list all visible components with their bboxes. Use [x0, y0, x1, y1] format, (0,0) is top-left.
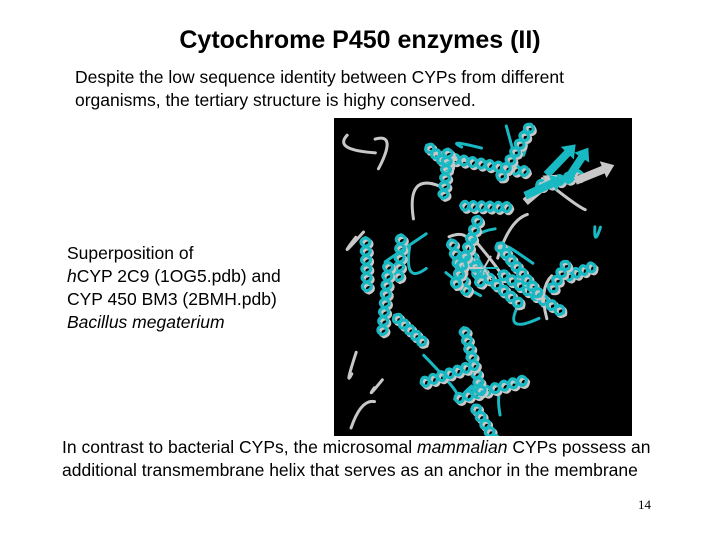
loop-ribbon — [593, 225, 602, 239]
loop-ribbon — [373, 136, 389, 171]
loop-ribbon — [410, 181, 442, 221]
helix-ribbon — [495, 122, 535, 182]
caption-line-3: CYP 450 BM3 (2BMH.pdb) — [67, 289, 277, 309]
helix-ribbon — [449, 214, 484, 290]
loop-ribbon — [512, 304, 541, 326]
loop-ribbon — [505, 245, 535, 265]
outro-text-italic: mammalian — [417, 437, 508, 457]
helix-ribbon — [437, 147, 454, 200]
helix-ribbon — [419, 359, 480, 388]
helix-ribbon — [426, 144, 456, 173]
slide-title: Cytochrome P450 enzymes (II) — [179, 26, 541, 54]
helix-ribbon — [359, 236, 373, 293]
figure-caption: Superposition of hCYP 2C9 (1OG5.pdb) and… — [67, 242, 337, 334]
helix-ribbon — [376, 260, 395, 337]
caption-line-1: Superposition of — [67, 243, 194, 263]
helix-ribbon — [459, 199, 513, 214]
helix-ribbon — [424, 142, 454, 171]
helix-ribbon — [470, 403, 510, 436]
caption-line-2-text: CYP 2C9 (1OG5.pdb) and — [76, 266, 281, 286]
loop-ribbon — [406, 245, 428, 275]
loop-ribbon — [347, 350, 358, 380]
helix-ribbon — [462, 255, 524, 309]
outro-text: In contrast to bacterial CYPs, the micro… — [62, 436, 652, 482]
intro-text: Despite the low sequence identity betwee… — [75, 67, 564, 110]
helix-ribbon — [392, 233, 407, 283]
beta-sheet-arrow — [573, 161, 615, 185]
loop-ribbon — [345, 230, 366, 251]
beta-sheet-arrow — [561, 147, 590, 185]
loop-ribbon — [349, 399, 377, 430]
beta-sheet-arrow — [523, 175, 564, 200]
helix-ribbon — [472, 405, 512, 436]
helix-ribbon — [563, 261, 597, 282]
outro-text-end: CYPs possess an additional transmembrane… — [62, 437, 651, 480]
helix-ribbon — [453, 374, 529, 404]
outro-text-start: In contrast to bacterial CYPs, the micro… — [62, 437, 417, 457]
helix-ribbon — [391, 312, 428, 347]
helix-ribbon — [393, 314, 430, 349]
beta-sheet-arrow — [543, 144, 576, 178]
protein-structure-image — [334, 118, 632, 436]
protein-ribbon-illustration — [342, 122, 615, 436]
loop-ribbon — [342, 133, 377, 155]
caption-species-prefix: h — [67, 266, 77, 286]
helix-ribbon — [546, 259, 572, 294]
caption-line-4: Bacillus megaterium — [67, 312, 225, 332]
loop-ribbon — [455, 141, 483, 150]
helix-ribbon — [496, 243, 546, 301]
page-number: 14 — [638, 497, 651, 512]
heme-ligand — [470, 255, 498, 281]
caption-line-2: hCYP 2C9 (1OG5.pdb) and — [67, 265, 337, 288]
helix-ribbon — [494, 241, 544, 299]
loop-ribbon — [369, 378, 384, 395]
